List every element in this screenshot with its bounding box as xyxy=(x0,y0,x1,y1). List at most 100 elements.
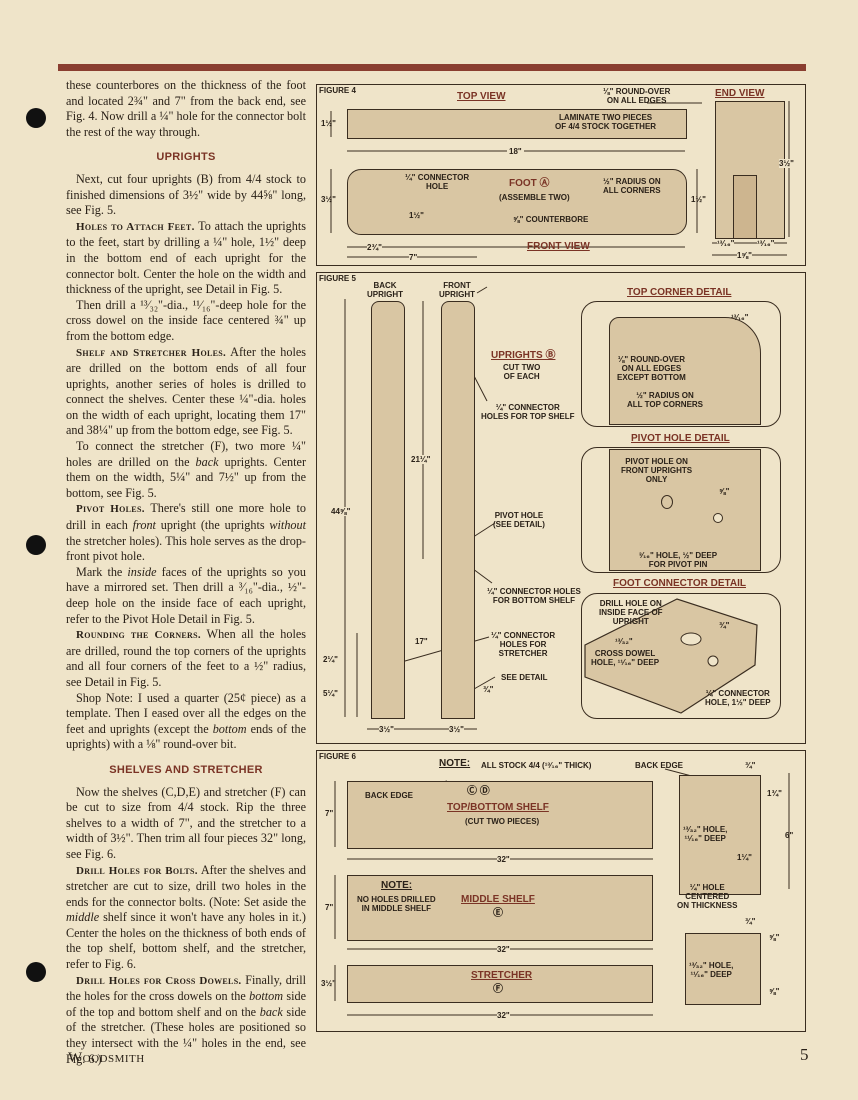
magazine-name: Woodsmith xyxy=(68,1050,145,1066)
top-corner-wood xyxy=(609,317,761,425)
shelf-end-detail xyxy=(679,775,761,895)
paragraph: To connect the stretcher (F), two more ¼… xyxy=(66,439,306,501)
dim-label: 1½" xyxy=(691,195,706,204)
back-upright-label: BACK UPRIGHT xyxy=(367,281,403,299)
top-view-title: TOP VIEW xyxy=(457,91,506,102)
dim-label: 32" xyxy=(497,855,510,864)
dim-label: 17" xyxy=(415,637,428,646)
pivot-pin-note: ³⁄₁₆" HOLE, ½" DEEP FOR PIVOT PIN xyxy=(639,551,718,569)
dim-label: 32" xyxy=(497,1011,510,1020)
cut-two-note: CUT TWO OF EACH xyxy=(503,363,541,381)
front-upright-label: FRONT UPRIGHT xyxy=(439,281,475,299)
emphasis: bottom xyxy=(212,721,247,736)
binder-hole xyxy=(26,535,46,555)
dim-label: 1¼" xyxy=(737,853,752,862)
emphasis: middle xyxy=(66,910,100,925)
connector-hole-note: ¼" CONNECTOR HOLE xyxy=(405,173,470,191)
paragraph: Mark the inside faces of the uprights so… xyxy=(66,565,306,627)
back-edge-label: BACK EDGE xyxy=(635,761,684,770)
emphasis: back xyxy=(195,454,219,469)
header-rule xyxy=(58,64,806,71)
pivot-front-note: PIVOT HOLE ON FRONT UPRIGHTS ONLY xyxy=(621,457,693,484)
dim-label: 21¼" xyxy=(411,455,431,464)
dim-label: ¾" xyxy=(719,621,730,630)
dim-label: 1½" xyxy=(409,211,424,220)
paragraph-text: Finally, drill the holes for the cross d… xyxy=(66,972,306,1004)
paragraph-text: There's still one more hole to drill in … xyxy=(66,501,306,533)
note-heading: NOTE: xyxy=(439,758,471,769)
paragraph: Pivot Holes. There's still one more hole… xyxy=(66,501,306,564)
dim-label: ¾" xyxy=(745,761,756,770)
page-number: 5 xyxy=(800,1045,809,1064)
dim-label: 3½" xyxy=(321,195,336,204)
figure-label: FIGURE 5 xyxy=(319,274,356,283)
paragraph: these counterbores on the thickness of t… xyxy=(66,78,306,139)
e-part-marker: Ⓔ xyxy=(493,908,503,919)
emphasis: front xyxy=(132,518,156,533)
pivot-detail-title: PIVOT HOLE DETAIL xyxy=(631,433,730,444)
paragraph-text: side of the top and bottom shelf and on … xyxy=(66,989,306,1019)
note-text: ALL STOCK 4/4 (¹³⁄₁₆" THICK) xyxy=(481,761,592,770)
paragraph-text: To connect the stretcher (F), two more ¼… xyxy=(66,439,306,469)
run-in-head: Drill Holes for Cross Dowels. xyxy=(76,974,242,987)
foot-top-view xyxy=(347,109,687,139)
counterbore-note: ⅝" COUNTERBORE xyxy=(513,215,589,224)
dim-label: 5¼" xyxy=(323,689,338,698)
paragraph: Shelf and Stretcher Holes. After the hol… xyxy=(66,345,306,440)
drill-inside-note: DRILL HOLE ON INSIDE FACE OF UPRIGHT xyxy=(599,599,663,626)
dim-label: ¹³⁄₁₆" xyxy=(717,239,735,248)
roundover-note: ⅛" ROUND-OVER ON ALL EDGES xyxy=(603,87,671,105)
connector-hole-note: ¼" CONNECTOR HOLE, 1½" DEEP xyxy=(705,689,771,707)
see-detail-note: SEE DETAIL xyxy=(501,673,548,682)
dim-label: 3½" xyxy=(321,979,336,988)
dim-label: 7" xyxy=(325,903,334,912)
run-in-head: Drill Holes for Bolts. xyxy=(76,864,198,877)
f-part-marker: Ⓕ xyxy=(493,984,503,995)
dim-label: ⅝" xyxy=(719,487,730,496)
end-view-title: END VIEW xyxy=(715,88,765,99)
paragraph-text: When all the holes are drilled, round th… xyxy=(66,627,306,689)
top-bottom-shelf xyxy=(347,781,653,849)
dim-label: 1⅝" xyxy=(737,251,752,260)
paragraph-text: faces of the uprights so you have a mirr… xyxy=(66,564,306,626)
paragraph-text: upright (the uprights xyxy=(155,518,270,533)
pivot-hole-circle xyxy=(661,495,673,509)
run-in-head: Rounding the Corners. xyxy=(76,629,201,642)
figure-4: FIGURE 4 TOP VIEW END VIEW FRONT VIEW ⅛"… xyxy=(316,84,806,266)
dim-label: 3½" xyxy=(449,725,464,734)
hole-note: ¹³⁄₃₂" HOLE, ¹¹⁄₁₆" DEEP xyxy=(683,825,728,843)
radius-note: ½" RADIUS ON ALL CORNERS xyxy=(603,177,661,195)
stretcher-end-detail xyxy=(685,933,761,1005)
dim-label: ⅝" xyxy=(769,987,780,996)
paragraph: Drill Holes for Cross Dowels. Finally, d… xyxy=(66,973,306,1068)
stretcher-label: STRETCHER xyxy=(471,970,533,981)
paragraph: Drill Holes for Bolts. After the shelves… xyxy=(66,863,306,973)
paragraph: Shop Note: I used a quarter (25¢ piece) … xyxy=(66,691,306,753)
top-bottom-shelf-label: TOP/BOTTOM SHELF xyxy=(447,802,549,813)
paragraph-text: side of the stretcher. (These holes are … xyxy=(66,1004,306,1066)
paragraph-text: Shop Note: I used a quarter (25¢ piece) … xyxy=(66,690,306,736)
run-in-head: Pivot Holes. xyxy=(76,503,145,516)
paragraph: Holes to Attach Feet. To attach the upri… xyxy=(66,219,306,298)
run-in-head: Holes to Attach Feet. xyxy=(76,220,195,233)
middle-shelf-label: MIDDLE SHELF xyxy=(461,894,535,905)
radius-note: ½" RADIUS ON ALL TOP CORNERS xyxy=(627,391,704,409)
cross-dowel-note: CROSS DOWEL HOLE, ¹¹⁄₁₆" DEEP xyxy=(591,649,660,667)
paragraph: Then drill a ¹³⁄₃₂"-dia., ¹¹⁄₁₆"-deep ho… xyxy=(66,297,306,343)
dim-label: 3½" xyxy=(779,159,794,168)
binder-hole xyxy=(26,962,46,982)
dim-label: 7" xyxy=(325,809,334,818)
paragraph-text: uprights. Center them on the width, 5¼" … xyxy=(66,454,306,500)
dim-label: 1½" xyxy=(321,119,336,128)
paragraph: Now the shelves (C,D,E) and stretcher (F… xyxy=(66,784,306,861)
dim-label: 44⅝" xyxy=(331,507,351,516)
dim-label: 6" xyxy=(785,831,794,840)
foot-connector-wood xyxy=(584,598,758,714)
dim-label: 2¼" xyxy=(323,655,338,664)
section-heading-shelves: SHELVES AND STRETCHER xyxy=(109,763,263,776)
dim-label: 7" xyxy=(409,253,418,262)
emphasis: inside xyxy=(127,564,157,579)
hole-note: ¹³⁄₃₂" HOLE, ¹¹⁄₁₆" DEEP xyxy=(689,961,734,979)
front-upright xyxy=(441,301,475,719)
figure-6: FIGURE 6 NOTE: ALL STOCK 4/4 (¹³⁄₁₆" THI… xyxy=(316,750,806,1032)
